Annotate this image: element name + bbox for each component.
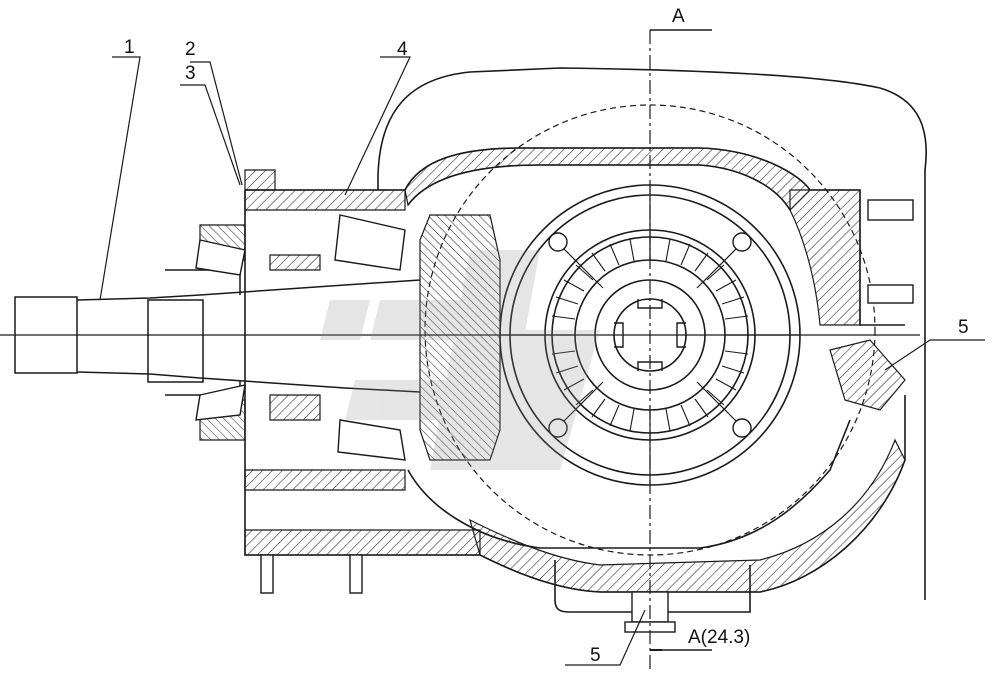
section-markers — [650, 29, 712, 651]
housing-outline — [377, 67, 927, 600]
right-studs — [867, 199, 914, 304]
bearing-left-bottom — [195, 384, 246, 421]
center-line — [0, 30, 920, 670]
callout-1: 1 — [124, 37, 135, 58]
pinion-shaft — [76, 279, 421, 393]
bearing-right-top — [334, 214, 406, 271]
callout-4: 4 — [397, 39, 408, 60]
bearing-left-top — [195, 239, 246, 276]
leader-lines — [99, 56, 985, 666]
hatched-flange — [244, 169, 276, 191]
callout-3: 3 — [185, 63, 196, 84]
hatched-base — [244, 529, 481, 556]
section-ref-label: A(24.3) — [688, 627, 751, 648]
hatched-right-boss — [829, 339, 906, 411]
callout-2: 2 — [185, 39, 196, 60]
hatched-wall-right — [789, 189, 861, 326]
section-label-top: A — [672, 6, 685, 27]
hatched-hub-bottom — [244, 469, 406, 491]
hatched-pinion-gear — [419, 214, 501, 461]
callout-5-bottom: 5 — [590, 645, 601, 666]
hatched-wall-bottom — [469, 438, 906, 593]
bottom-studs — [260, 554, 363, 594]
hatched-hub-top — [244, 189, 406, 211]
bolt-holes — [548, 232, 752, 438]
callout-5-right: 5 — [958, 317, 969, 338]
watermark-logo — [320, 250, 600, 470]
bearing-right-bottom — [337, 419, 406, 461]
hatched-bearing-cup — [269, 254, 321, 271]
